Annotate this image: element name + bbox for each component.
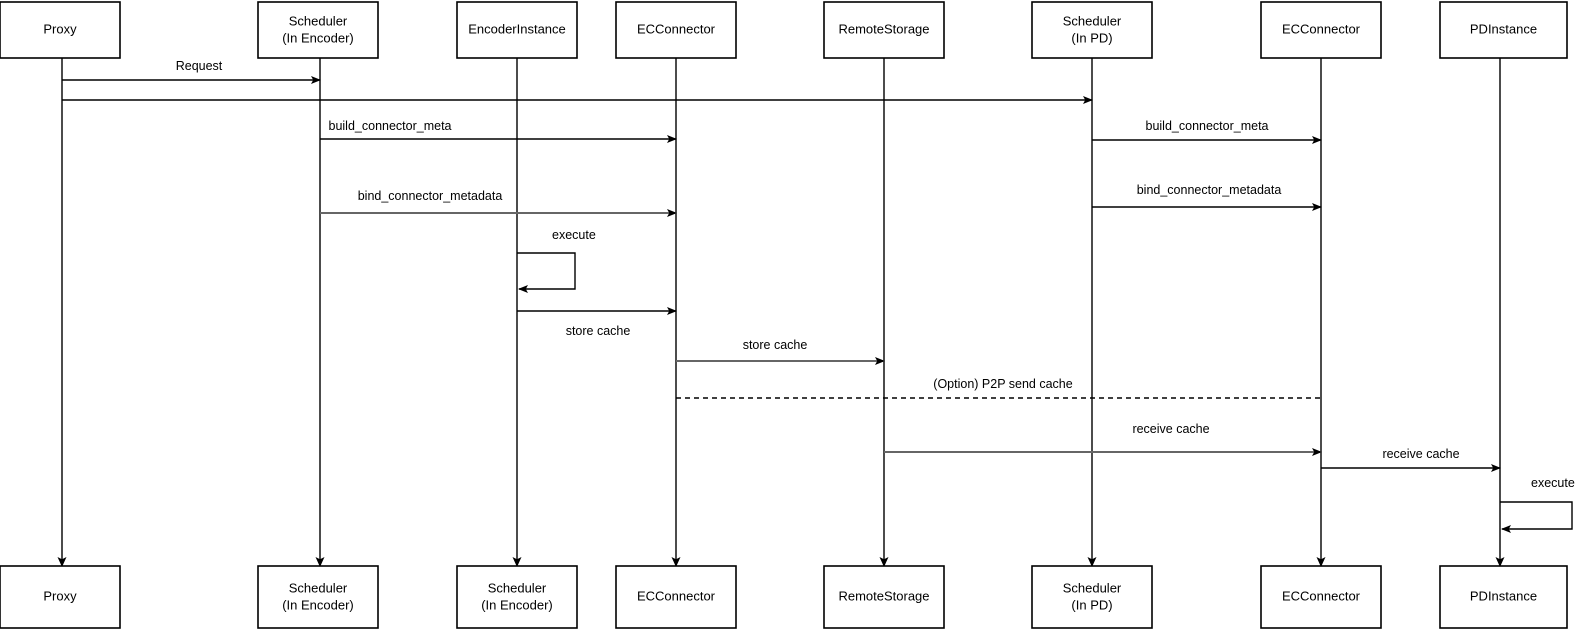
participant-box-rect bbox=[0, 565, 121, 629]
participant-label-line2: (In PD) bbox=[1071, 597, 1112, 612]
participant-box-proxy-bottom[interactable]: Proxy bbox=[0, 565, 121, 629]
message-m8[interactable]: store cache bbox=[676, 338, 885, 365]
participant-box-ec-connector-pd-bottom[interactable]: ECConnector bbox=[1260, 565, 1382, 629]
message-m3[interactable]: build_connector_meta bbox=[320, 119, 677, 143]
self-message-label: execute bbox=[552, 228, 596, 242]
self-messages-layer: execute execute bbox=[517, 228, 1575, 533]
participant-label-line2: (In Encoder) bbox=[282, 597, 354, 612]
message-label: bind_connector_metadata bbox=[1137, 183, 1282, 197]
participant-label-line1: RemoteStorage bbox=[838, 588, 929, 603]
participant-box-rect bbox=[456, 565, 578, 629]
participant-label-line1: ECConnector bbox=[1282, 588, 1361, 603]
lifelines-layer bbox=[57, 58, 1505, 567]
participant-label-line1: ECConnector bbox=[1282, 21, 1361, 36]
participant-label-line1: ECConnector bbox=[637, 21, 716, 36]
participant-box-remote-storage-bottom[interactable]: RemoteStorage bbox=[823, 565, 945, 629]
participant-box-ec-connector-encoder-bottom[interactable]: ECConnector bbox=[615, 565, 737, 629]
participant-box-rect bbox=[823, 565, 945, 629]
participant-box-rect bbox=[1031, 565, 1153, 629]
self-loop-path bbox=[517, 252, 576, 293]
message-m4[interactable]: build_connector_meta bbox=[1092, 119, 1322, 144]
participant-label-line1: Proxy bbox=[43, 21, 77, 36]
participant-box-rect bbox=[0, 1, 121, 59]
participant-box-remote-storage-top[interactable]: RemoteStorage bbox=[823, 1, 945, 59]
participant-box-rect bbox=[823, 1, 945, 59]
self-loop-path bbox=[1500, 501, 1573, 533]
participant-box-scheduler-in-encoder-bottom[interactable]: Scheduler (In Encoder) bbox=[257, 565, 379, 629]
participant-box-rect bbox=[1260, 1, 1382, 59]
participant-box-rect bbox=[1439, 1, 1568, 59]
message-label: store cache bbox=[566, 324, 631, 338]
message-label: build_connector_meta bbox=[1146, 119, 1269, 133]
participant-label-line2: (In PD) bbox=[1071, 30, 1112, 45]
message-m10[interactable]: receive cache bbox=[884, 422, 1322, 456]
message-label: receive cache bbox=[1382, 447, 1459, 461]
message-label: build_connector_meta bbox=[329, 119, 452, 133]
participant-box-rect bbox=[1439, 565, 1568, 629]
participant-label-line1: Scheduler bbox=[1063, 13, 1122, 28]
participant-box-rect bbox=[456, 1, 578, 59]
message-m9[interactable]: (Option) P2P send cache bbox=[676, 377, 1321, 399]
participant-box-rect bbox=[1031, 1, 1153, 59]
participant-label-line1: PDInstance bbox=[1470, 21, 1537, 36]
participant-box-rect bbox=[257, 1, 379, 59]
message-m11[interactable]: receive cache bbox=[1321, 447, 1501, 472]
participant-label-line1: Scheduler bbox=[1063, 580, 1122, 595]
participant-label-line2: (In Encoder) bbox=[481, 597, 553, 612]
participant-box-encoder-instance-top[interactable]: EncoderInstance bbox=[456, 1, 578, 59]
participant-box-scheduler-in-pd-bottom[interactable]: Scheduler (In PD) bbox=[1031, 565, 1153, 629]
message-label: (Option) P2P send cache bbox=[933, 377, 1072, 391]
participant-label-line2: (In Encoder) bbox=[282, 30, 354, 45]
participant-label-line1: Scheduler bbox=[488, 580, 547, 595]
message-label: store cache bbox=[743, 338, 808, 352]
participant-label-line1: ECConnector bbox=[637, 588, 716, 603]
participant-box-ec-connector-pd-top[interactable]: ECConnector bbox=[1260, 1, 1382, 59]
message-m6[interactable]: bind_connector_metadata bbox=[1092, 183, 1322, 211]
self-message-label: execute bbox=[1531, 476, 1575, 490]
participant-box-rect bbox=[1260, 565, 1382, 629]
message-label: receive cache bbox=[1132, 422, 1209, 436]
participant-box-pd-instance-top[interactable]: PDInstance bbox=[1439, 1, 1568, 59]
self-message-s2[interactable]: execute bbox=[1500, 476, 1575, 533]
participant-label-line1: Scheduler bbox=[289, 13, 348, 28]
participant-box-ec-connector-encoder-top[interactable]: ECConnector bbox=[615, 1, 737, 59]
participant-label-line1: PDInstance bbox=[1470, 588, 1537, 603]
participant-label-line1: RemoteStorage bbox=[838, 21, 929, 36]
participant-box-pd-instance-bottom[interactable]: PDInstance bbox=[1439, 565, 1568, 629]
message-label: bind_connector_metadata bbox=[358, 189, 503, 203]
participant-box-scheduler-in-encoder-top[interactable]: Scheduler (In Encoder) bbox=[257, 1, 379, 59]
message-m5[interactable]: bind_connector_metadata bbox=[320, 189, 677, 217]
participant-box-scheduler-in-pd-top[interactable]: Scheduler (In PD) bbox=[1031, 1, 1153, 59]
message-m7[interactable]: store cache bbox=[517, 307, 677, 338]
participant-box-rect bbox=[257, 565, 379, 629]
participant-label-line1: Scheduler bbox=[289, 580, 348, 595]
participant-box-encoder-instance-bottom[interactable]: Scheduler (In Encoder) bbox=[456, 565, 578, 629]
message-label: Request bbox=[176, 59, 223, 73]
message-m1[interactable]: Request bbox=[62, 59, 321, 84]
participant-box-rect bbox=[615, 565, 737, 629]
participant-box-proxy-top[interactable]: Proxy bbox=[0, 1, 121, 59]
participant-label-line1: Proxy bbox=[43, 588, 77, 603]
self-message-s1[interactable]: execute bbox=[517, 228, 596, 293]
messages-layer: Request build_connector_meta build_connect… bbox=[62, 59, 1501, 472]
participant-label-line1: EncoderInstance bbox=[468, 21, 566, 36]
participant-box-rect bbox=[615, 1, 737, 59]
